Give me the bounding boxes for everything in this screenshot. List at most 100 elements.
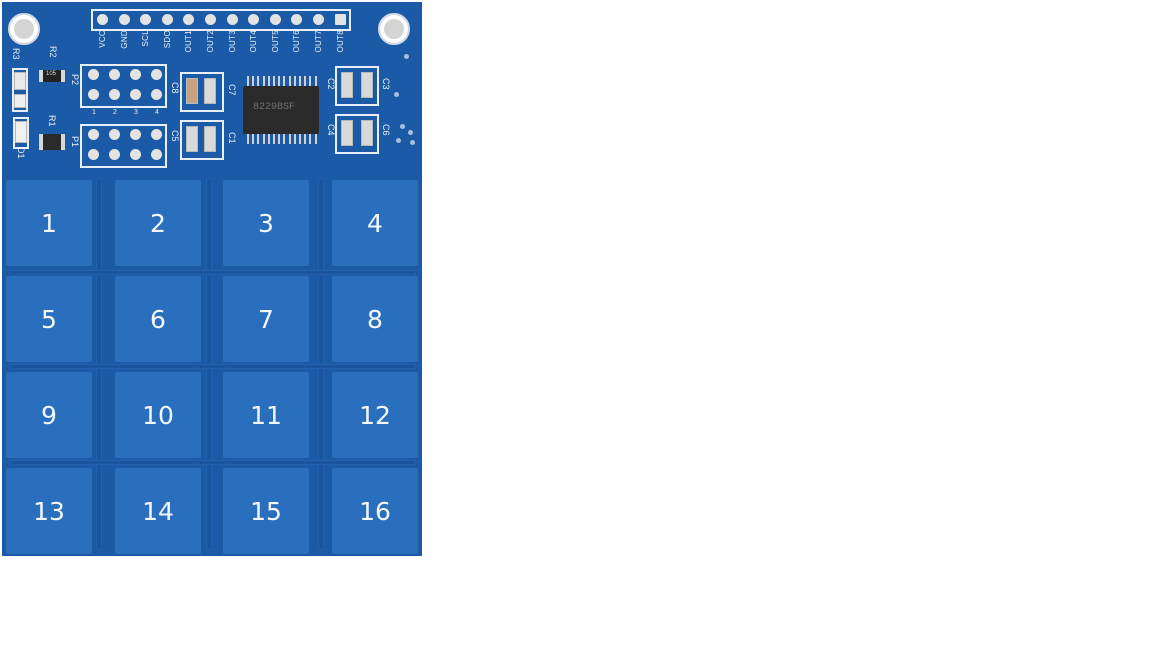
silk-c5: C5 [170, 130, 180, 142]
chip-leg [309, 76, 312, 86]
via [404, 54, 409, 59]
via [400, 124, 405, 129]
pin-label-out5: OUT5 [270, 30, 280, 53]
header-pin-out8 [334, 14, 346, 25]
via [396, 138, 401, 143]
silk-c3: C3 [381, 78, 391, 90]
touch-key-16[interactable]: 16 [332, 468, 418, 554]
silk-p2: P2 [70, 74, 80, 86]
chip-leg [309, 134, 312, 144]
c2-c3-footprint [335, 66, 379, 106]
chip-leg [267, 134, 270, 144]
chip-leg [288, 134, 291, 144]
capacitor-c6 [361, 120, 373, 146]
p-num-2: 2 [113, 109, 117, 116]
chip-leg [299, 76, 301, 86]
capacitor-c4 [341, 120, 353, 146]
via [410, 140, 415, 145]
chip-leg [257, 134, 260, 144]
touch-key-6[interactable]: 6 [115, 276, 201, 362]
chip-marking: 8229BSF [253, 102, 296, 113]
chip-leg [293, 134, 296, 144]
pin-label-out2: OUT2 [206, 30, 215, 53]
trace [10, 460, 416, 465]
touch-key-14[interactable]: 14 [115, 468, 201, 554]
silk-c6: C6 [381, 124, 391, 136]
chip-leg [304, 76, 307, 86]
header-p1 [80, 124, 167, 168]
pin-label-out1: OUT1 [184, 30, 194, 53]
capacitor-c2 [341, 72, 353, 98]
capacitor-c3 [361, 72, 373, 98]
touch-key-9[interactable]: 9 [6, 372, 92, 458]
mounting-hole-right [373, 8, 415, 50]
p1-pin [109, 129, 120, 140]
capacitor-c8 [186, 78, 198, 104]
chip-leg [314, 76, 317, 86]
touch-key-11[interactable]: 11 [223, 372, 309, 458]
p-num-4: 4 [155, 109, 159, 116]
silk-r3: R3 [11, 48, 21, 60]
silk-r1: R1 [47, 115, 57, 127]
via [408, 130, 413, 135]
touch-key-2[interactable]: 2 [115, 180, 201, 266]
silk-c8: C8 [170, 82, 180, 94]
touch-key-4[interactable]: 4 [332, 180, 418, 266]
header-pin-out1 [183, 14, 195, 25]
p2-pin [88, 69, 99, 80]
silk-c7: C7 [227, 84, 237, 96]
pin-label-out7: OUT7 [314, 30, 323, 53]
p2-pin [151, 69, 162, 80]
chip-leg [257, 76, 260, 86]
chip-leg [314, 134, 317, 144]
header-pin-out2 [205, 14, 216, 25]
c8-footprint [180, 72, 224, 112]
capacitor-c1 [204, 126, 216, 152]
chip-leg [288, 76, 291, 86]
pin-header [91, 9, 351, 31]
header-pin-out3 [226, 14, 238, 25]
c4-c6-footprint [335, 114, 379, 154]
led-d1 [15, 121, 27, 143]
touch-key-12[interactable]: 12 [332, 372, 418, 458]
touch-key-7[interactable]: 7 [223, 276, 309, 362]
mounting-hole-left [3, 8, 45, 50]
trace [10, 364, 416, 369]
header-pin-out7 [313, 14, 324, 25]
header-pin-out4 [248, 14, 260, 25]
chip-leg [247, 76, 249, 86]
p-num-1: 1 [92, 109, 96, 116]
silk-c4: C4 [326, 124, 336, 136]
chip-leg [304, 134, 307, 144]
touch-key-15[interactable]: 15 [223, 468, 309, 554]
touch-key-5[interactable]: 5 [6, 276, 92, 362]
p1-pin [109, 149, 120, 160]
touch-key-3[interactable]: 3 [223, 180, 309, 266]
chip-leg [293, 76, 296, 86]
trace [10, 270, 416, 275]
touch-key-1[interactable]: 1 [6, 180, 92, 266]
touch-key-13[interactable]: 13 [6, 468, 92, 554]
touch-key-10[interactable]: 10 [115, 372, 201, 458]
p1-pin [151, 129, 162, 140]
chip-leg [278, 134, 281, 144]
header-pin-out5 [269, 14, 281, 25]
silk-c2: C2 [326, 78, 336, 90]
d1-footprint [13, 117, 29, 149]
chip-body [243, 86, 319, 134]
p1-pin [130, 129, 141, 140]
touch-key-8[interactable]: 8 [332, 276, 418, 362]
header-pin-sdo [161, 14, 173, 25]
chip-leg [283, 76, 286, 86]
chip-leg [252, 76, 255, 86]
pin-label-scl: SCL [141, 30, 151, 47]
via [394, 92, 399, 97]
pin-label-gnd: GND [119, 30, 129, 49]
pin-label-out8: OUT8 [335, 30, 345, 53]
resistor-r1 [39, 134, 65, 150]
p2-pin [109, 89, 120, 100]
p1-pin [130, 149, 141, 160]
capacitor-c5 [186, 126, 198, 152]
chip-leg [283, 134, 286, 144]
p-num-3: 3 [134, 109, 138, 116]
